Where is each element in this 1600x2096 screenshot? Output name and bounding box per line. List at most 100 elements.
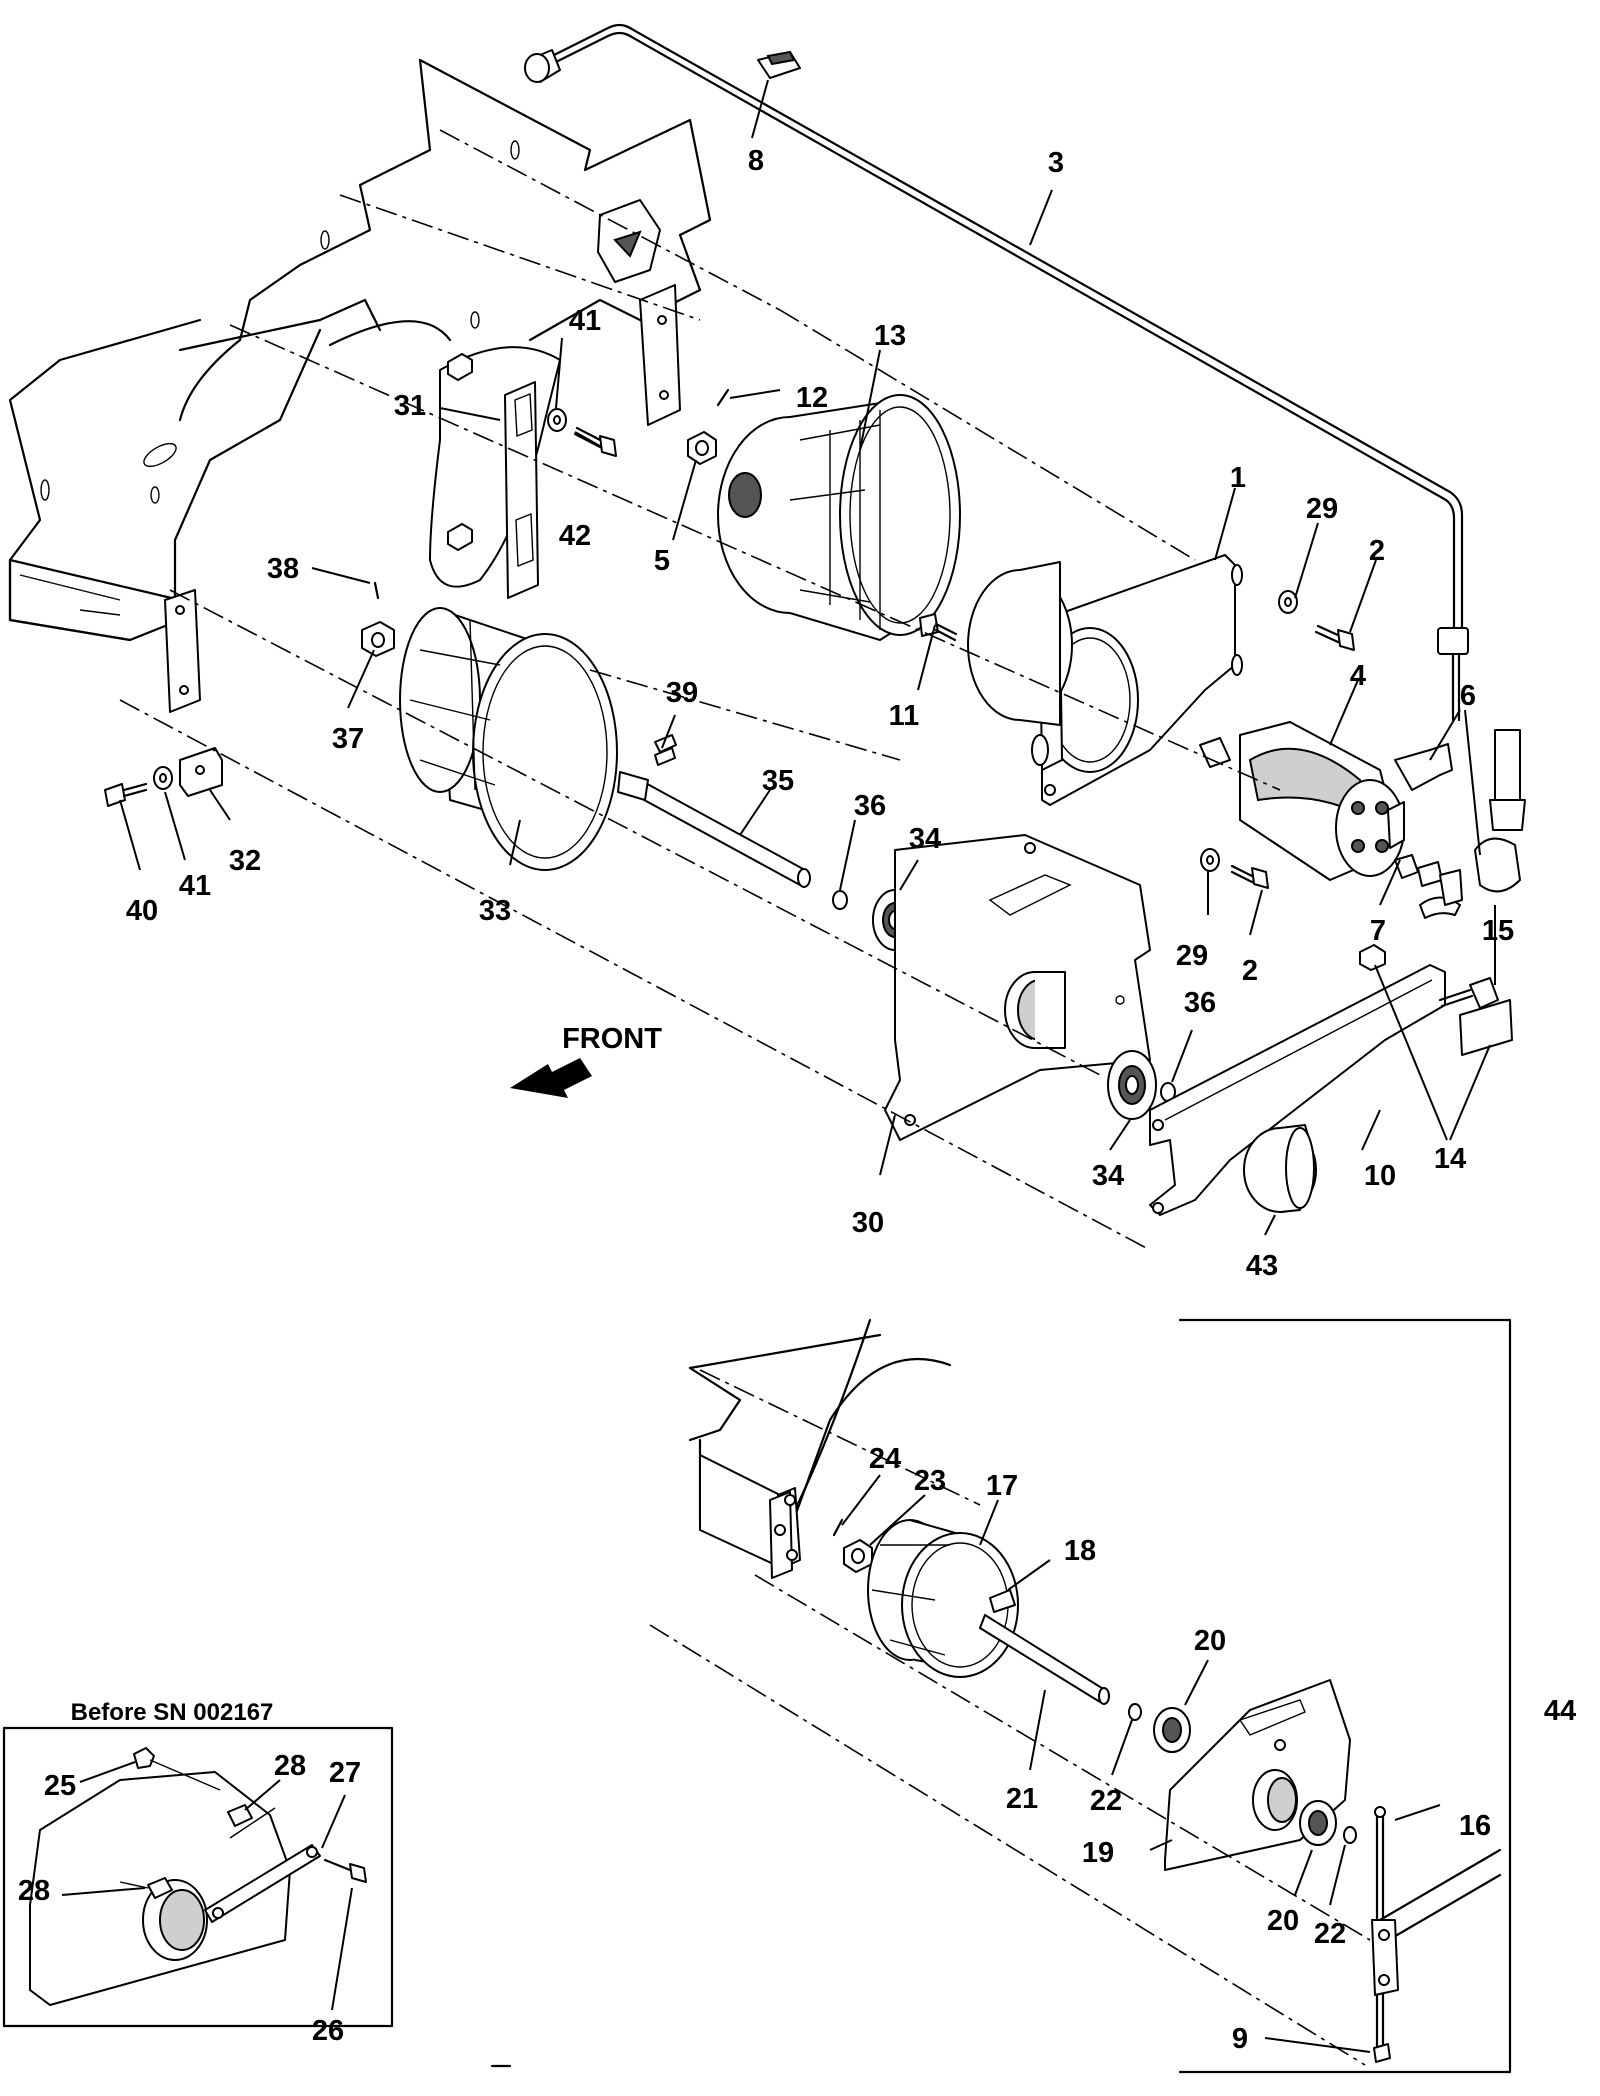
callout-38: 38 xyxy=(267,553,299,585)
callout-41: 41 xyxy=(179,870,211,902)
callout-34: 34 xyxy=(909,823,941,855)
front-label: FRONT xyxy=(562,1023,662,1055)
bearing xyxy=(1299,1800,1337,1846)
hex-nut xyxy=(447,353,473,551)
scraper-rod xyxy=(1371,1806,1502,2063)
callout-12: 12 xyxy=(796,382,828,414)
hydraulic-motor xyxy=(1199,721,1405,881)
callout-15: 15 xyxy=(1482,915,1514,947)
tube-clip xyxy=(757,50,801,79)
adapter-fitting xyxy=(1394,854,1463,919)
bearing xyxy=(1153,1707,1191,1753)
lower-assembly-centerlines xyxy=(649,1369,1371,2066)
hydraulic-tube xyxy=(546,23,1469,722)
assembly-centerlines xyxy=(119,129,1281,1251)
callout-29: 29 xyxy=(1176,940,1208,972)
callout-6: 6 xyxy=(1460,680,1476,712)
callout-21: 21 xyxy=(1006,1783,1038,1815)
callout-2: 2 xyxy=(1369,535,1385,567)
callout-32: 32 xyxy=(229,845,261,877)
tube-end-fitting xyxy=(524,49,561,83)
callout-28: 28 xyxy=(274,1750,306,1782)
lower-roller-cage xyxy=(867,1519,1019,1678)
callout-20: 20 xyxy=(1267,1905,1299,1937)
callout-28: 28 xyxy=(18,1875,50,1907)
hex-nut xyxy=(1359,944,1386,971)
roll-pin xyxy=(832,1518,844,1537)
cap-screw xyxy=(919,613,958,642)
callout-17: 17 xyxy=(986,1470,1018,1502)
callout-36: 36 xyxy=(1184,987,1216,1019)
callout-3: 3 xyxy=(1048,147,1064,179)
callout-36: 36 xyxy=(854,790,886,822)
callout-1: 1 xyxy=(1230,462,1246,494)
callout-7: 7 xyxy=(1370,915,1386,947)
callout-22: 22 xyxy=(1314,1918,1346,1950)
retaining-ring xyxy=(1128,1703,1142,1721)
callout-9: 9 xyxy=(1232,2023,1248,2055)
frame-housing xyxy=(8,58,712,713)
callout-30: 30 xyxy=(852,1207,884,1239)
callout-33: 33 xyxy=(479,895,511,927)
motor-mount-bracket xyxy=(967,554,1243,806)
callout-24: 24 xyxy=(869,1443,901,1475)
callout-27: 27 xyxy=(329,1757,361,1789)
callout-26: 26 xyxy=(312,2015,344,2047)
inset-box xyxy=(2,1726,394,2028)
group-44-bracket xyxy=(1178,1318,1512,2074)
callout-34: 34 xyxy=(1092,1160,1124,1192)
callout-14: 14 xyxy=(1434,1143,1466,1175)
retaining-ring xyxy=(1343,1826,1357,1844)
scraper-bar xyxy=(1149,964,1446,1216)
callout-42: 42 xyxy=(559,520,591,552)
callout-35: 35 xyxy=(762,765,794,797)
callout-13: 13 xyxy=(874,320,906,352)
callout-5: 5 xyxy=(654,545,670,577)
slotted-nut xyxy=(687,431,717,465)
hinge-plate xyxy=(504,381,539,599)
callout-44: 44 xyxy=(1544,1695,1576,1727)
elbow-fitting xyxy=(1394,743,1453,791)
slotted-nut xyxy=(361,621,395,657)
callout-39: 39 xyxy=(666,677,698,709)
callout-8: 8 xyxy=(748,145,764,177)
callout-18: 18 xyxy=(1064,1535,1096,1567)
cotter-pin xyxy=(373,581,380,600)
roll-pin xyxy=(716,388,730,407)
retaining-ring xyxy=(832,890,848,910)
lower-frame-housing xyxy=(688,1318,952,1579)
drive-shaft xyxy=(979,1589,1110,1705)
mount-bracket xyxy=(179,747,223,797)
callout-20: 20 xyxy=(1194,1625,1226,1657)
end-plate xyxy=(884,834,1151,1141)
drive-shaft xyxy=(617,747,811,888)
front-arrow-icon xyxy=(510,1058,592,1098)
washer xyxy=(547,408,567,432)
upper-roller-cage xyxy=(717,394,961,641)
leader-lines-lower xyxy=(61,1474,1441,2053)
leader-lines xyxy=(119,79,1496,1236)
callout-41: 41 xyxy=(569,305,601,337)
callout-16: 16 xyxy=(1459,1810,1491,1842)
cap-screw xyxy=(1314,624,1355,651)
callout-23: 23 xyxy=(914,1465,946,1497)
cap-screw xyxy=(104,782,148,807)
lower-roller-cage xyxy=(399,607,618,871)
callout-2: 2 xyxy=(1242,955,1258,987)
end-cap-drum xyxy=(1243,1124,1317,1213)
callout-43: 43 xyxy=(1246,1250,1278,1282)
cap-screw xyxy=(573,426,617,457)
callout-4: 4 xyxy=(1350,660,1366,692)
inset-title: Before SN 002167 xyxy=(71,1699,274,1726)
washer xyxy=(1278,590,1298,614)
callout-37: 37 xyxy=(332,723,364,755)
callout-22: 22 xyxy=(1090,1785,1122,1817)
callout-labels: 8 3 13 41 12 31 42 5 1 29 2 4 6 38 11 39… xyxy=(18,145,1576,2055)
cap-screw xyxy=(1230,864,1269,889)
hydraulic-hose xyxy=(1474,729,1526,893)
bolt-clamp xyxy=(1438,977,1513,1056)
slotted-nut xyxy=(843,1539,873,1573)
callout-10: 10 xyxy=(1364,1160,1396,1192)
washer xyxy=(153,766,173,790)
